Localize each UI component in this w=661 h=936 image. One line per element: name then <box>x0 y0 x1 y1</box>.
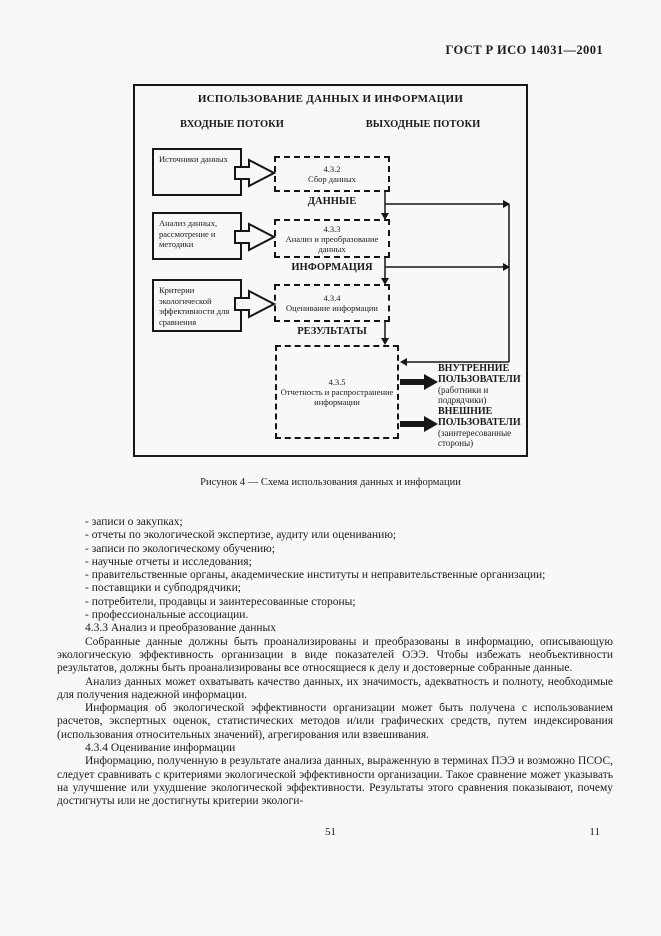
hollow-arrow-icon <box>234 158 276 188</box>
paragraph: Информация об экологической эффективност… <box>57 702 613 741</box>
bullet-item: - записи о закупках; <box>85 516 183 528</box>
hollow-arrow-icon <box>234 222 276 252</box>
bullet-item: - отчеты по экологической экспертизе, ау… <box>85 529 397 542</box>
stage-label-results: РЕЗУЛЬТАТЫ <box>297 326 367 337</box>
solid-arrow-icon <box>400 374 438 390</box>
process-box-432: 4.3.2 Сбор данных <box>274 156 390 192</box>
standard-header: ГОСТ Р ИСО 14031—2001 <box>445 43 603 57</box>
figure-caption: Рисунок 4 — Схема использования данных и… <box>200 477 461 488</box>
stage-label-data: ДАННЫЕ <box>307 196 357 207</box>
hollow-arrow-icon <box>234 289 276 319</box>
input-flows-header: ВХОДНЫЕ ПОТОКИ <box>180 119 284 130</box>
bullet-item: - научные отчеты и исследования; <box>85 555 252 568</box>
user-subtitle: (работники и подрядчики) <box>438 385 489 405</box>
process-box-label: Сбор данных <box>308 174 356 184</box>
user-title: ВНУТРЕННИЕ ПОЛЬЗОВАТЕЛИ <box>438 363 521 385</box>
section-heading-433: 4.3.3 Анализ и преобразование данных <box>85 622 276 635</box>
input-box-data-sources: Источники данных <box>152 148 242 196</box>
user-title: ВНЕШНИЕ ПОЛЬЗОВАТЕЛИ <box>438 406 521 428</box>
process-box-number: 4.3.5 <box>328 377 346 387</box>
input-box-epe-criteria: Критерии экологической эффективности для… <box>152 279 242 332</box>
paragraph: Информацию, полученную в результате анал… <box>57 755 613 808</box>
paragraph: Собранные данные должны быть проанализир… <box>57 635 613 675</box>
bullet-item: - правительственные органы, академически… <box>85 569 546 582</box>
process-box-label: Анализ и преобразование данных <box>285 233 379 254</box>
sheet-number: 11 <box>589 826 600 838</box>
input-box-data-analysis: Анализ данных, рассмотрение и методики <box>152 212 242 260</box>
figure-frame: ИСПОЛЬЗОВАНИЕ ДАННЫХ И ИНФОРМАЦИИ ВХОДНЫ… <box>133 84 528 457</box>
process-box-number: 4.3.2 <box>323 164 341 174</box>
process-box-label: Отчетность и распространение информации <box>280 387 394 407</box>
solid-arrow-icon <box>400 416 438 432</box>
process-box-434: 4.3.4 Оценивание информации <box>274 284 390 322</box>
paragraph: Анализ данных может охватывать качество … <box>57 675 613 701</box>
output-flows-header: ВЫХОДНЫЕ ПОТОКИ <box>365 119 481 130</box>
section-heading-434: 4.3.4 Оценивание информации <box>85 742 236 755</box>
process-box-number: 4.3.4 <box>323 293 341 303</box>
process-box-label: Оценивание информации <box>286 303 378 313</box>
internal-users-label: ВНУТРЕННИЕ ПОЛЬЗОВАТЕЛИ (работники и под… <box>438 363 528 405</box>
process-box-435: 4.3.5 Отчетность и распространение инфор… <box>275 345 399 439</box>
bullet-item: - поставщики и субподрядчики; <box>85 582 241 595</box>
figure-title: ИСПОЛЬЗОВАНИЕ ДАННЫХ И ИНФОРМАЦИИ <box>197 93 464 105</box>
external-users-label: ВНЕШНИЕ ПОЛЬЗОВАТЕЛИ (заинтересованные с… <box>438 406 528 448</box>
process-box-number: 4.3.3 <box>323 223 341 234</box>
bullet-item: - профессиональные ассоциации. <box>85 609 249 622</box>
bullet-item: - потребители, продавцы и заинтересованн… <box>85 595 356 608</box>
page-number: 51 <box>325 826 336 838</box>
user-subtitle: (заинтересованные стороны) <box>438 428 512 448</box>
body-text: - записи о закупках; - отчеты по экологи… <box>57 516 613 809</box>
stage-label-information: ИНФОРМАЦИЯ <box>291 262 373 273</box>
bullet-item: - записи по экологическому обучению; <box>85 542 275 555</box>
process-box-433: 4.3.3 Анализ и преобразование данных <box>274 219 390 258</box>
